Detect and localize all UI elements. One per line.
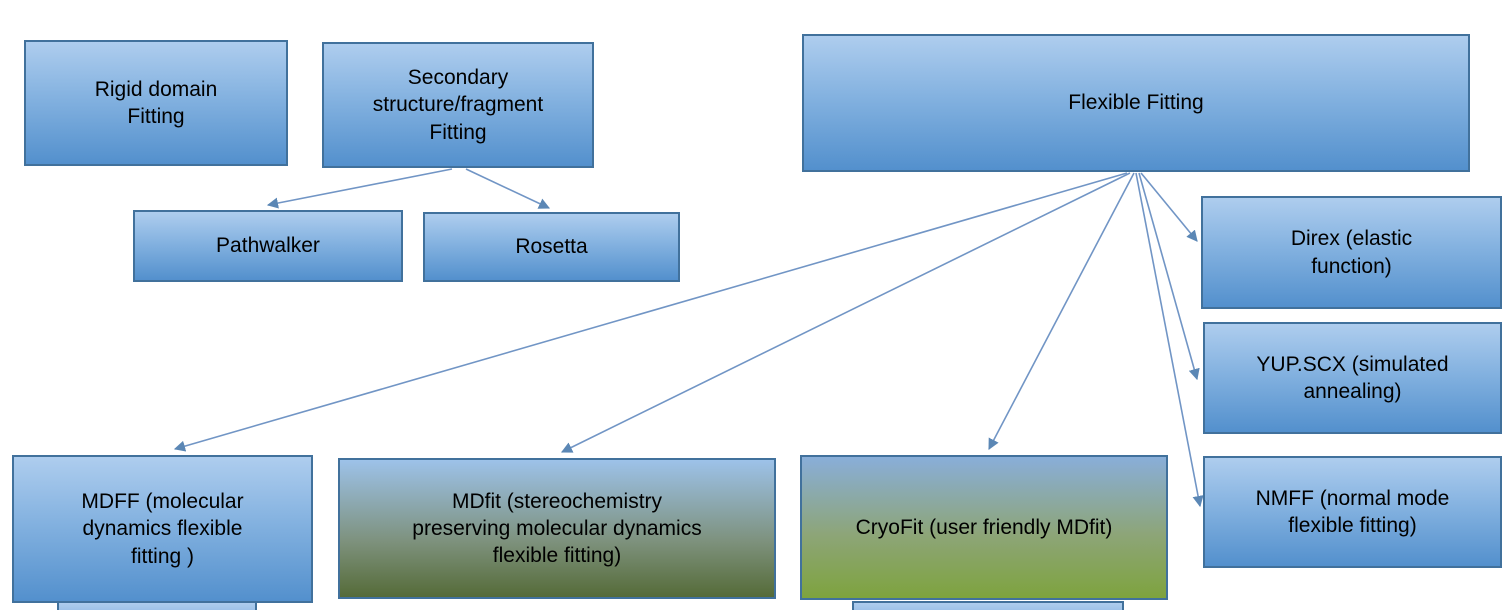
node-label: YUP.SCX (simulated annealing) (1256, 352, 1449, 403)
edge-flexible-to-yupscx (1138, 172, 1200, 381)
node-label: MDfit (stereochemistry preserving molecu… (412, 489, 702, 568)
node-mdfit: MDfit (stereochemistry preserving molecu… (338, 458, 776, 599)
node-label: Flexible Fitting (1068, 91, 1204, 115)
node-label: CryoFit (user friendly MDfit) (855, 515, 1113, 539)
node-nmff: NMFF (normal mode flexible fitting) (1203, 456, 1502, 568)
node-direx: Direx (elastic function) (1201, 196, 1502, 309)
edge-flexible-to-mdff (173, 172, 1128, 452)
node-label: Secondary structure/fragment Fitting (372, 66, 544, 144)
node-mdff: MDFF (molecular dynamics flexible fittin… (12, 455, 313, 603)
node-label: MDFF (molecular dynamics flexible fittin… (81, 490, 244, 568)
node-label: Direx (elastic function) (1290, 227, 1413, 278)
node-label: Rosetta (515, 235, 588, 259)
partial-box-bottom-center (852, 601, 1124, 610)
edge-secondary-to-rosetta (465, 168, 551, 209)
node-flexible-fitting: Flexible Fitting (802, 34, 1470, 172)
edge-flexible-to-direx (1140, 172, 1198, 242)
edge-secondary-to-pathwalker (266, 168, 453, 209)
node-yupscx: YUP.SCX (simulated annealing) (1203, 322, 1502, 434)
node-label: Pathwalker (216, 234, 320, 258)
node-secondary-structure-fragment-fitting: Secondary structure/fragment Fitting (322, 42, 594, 168)
node-label: Rigid domain Fitting (94, 77, 218, 128)
edge-flexible-to-cryofit (988, 172, 1135, 450)
node-pathwalker: Pathwalker (133, 210, 403, 282)
edge-flexible-to-nmff (1135, 172, 1204, 508)
edge-flexible-to-mdfit (560, 172, 1131, 453)
node-label: NMFF (normal mode flexible fitting) (1255, 486, 1450, 537)
node-cryofit: CryoFit (user friendly MDfit) (800, 455, 1168, 600)
partial-box-bottom-left (57, 601, 257, 610)
node-rigid-domain-fitting: Rigid domain Fitting (24, 40, 288, 166)
node-rosetta: Rosetta (423, 212, 680, 282)
